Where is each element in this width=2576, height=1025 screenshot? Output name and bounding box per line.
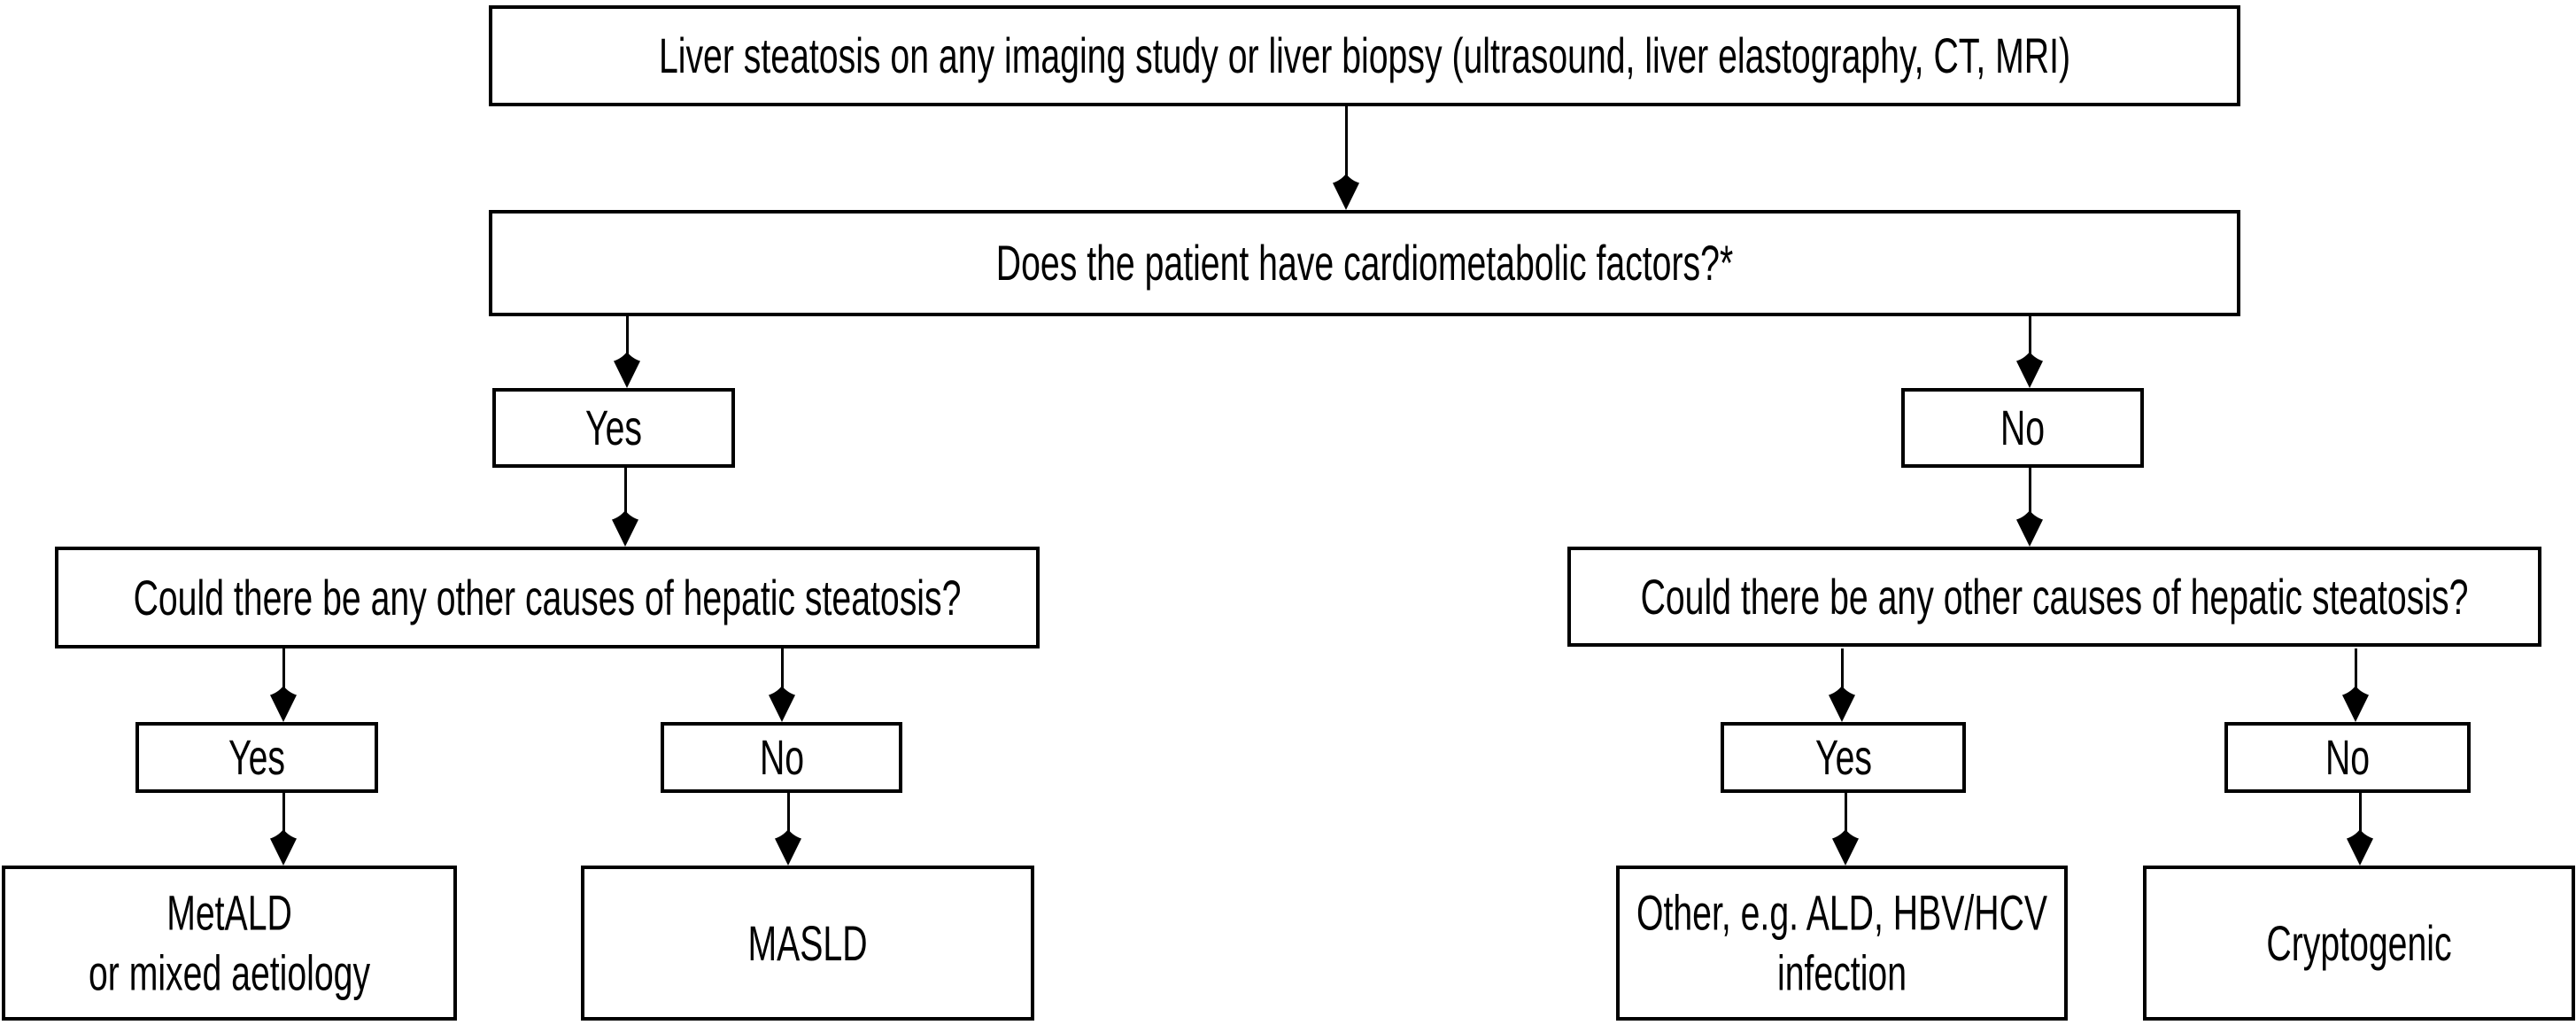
node-oc-left-yes-label: Yes (228, 728, 285, 785)
node-oc-right-no: No (2224, 722, 2471, 793)
arrow-oc-left-to-no (769, 648, 795, 722)
arrow-oc-right-to-no (2342, 648, 2369, 722)
arrowhead-icon (2347, 829, 2373, 866)
arrowhead-icon (270, 686, 297, 722)
node-other-aetiology: Other, e.g. ALD, HBV/HCV infection (1616, 866, 2068, 1021)
node-liver-steatosis: Liver steatosis on any imaging study or … (489, 5, 2240, 106)
arrow-shaft (780, 648, 784, 692)
arrowhead-icon (612, 510, 638, 547)
arrowhead-icon (2342, 686, 2369, 722)
arrow-shaft (623, 468, 627, 516)
node-other-aetiology-label: Other, e.g. ALD, HBV/HCV infection (1636, 884, 2048, 1001)
arrow-cm-no-to-other-causes-right (2016, 468, 2043, 547)
arrow-oc-right-to-yes (1829, 648, 1855, 722)
arrow-shaft (1344, 106, 1348, 180)
arrow-shaft (625, 316, 629, 358)
arrow-shaft (2358, 793, 2362, 835)
arrowhead-icon (775, 829, 801, 866)
node-cm-no: No (1901, 388, 2144, 468)
node-metald: MetALD or mixed aetiology (2, 866, 457, 1021)
node-cm-no-label: No (2000, 399, 2046, 455)
node-oc-left-no: No (661, 722, 902, 793)
arrow-no-to-masld (775, 793, 801, 866)
node-other-causes-left: Could there be any other causes of hepat… (55, 547, 1040, 648)
node-other-causes-left-label: Could there be any other causes of hepat… (133, 569, 962, 625)
arrow-shaft (282, 648, 285, 692)
node-liver-steatosis-label: Liver steatosis on any imaging study or … (658, 27, 2071, 83)
node-masld-label: MASLD (747, 914, 868, 971)
node-oc-right-yes: Yes (1721, 722, 1966, 793)
arrowhead-icon (2016, 510, 2043, 547)
arrowhead-icon (1832, 829, 1859, 866)
arrowhead-icon (1333, 174, 1359, 210)
node-oc-right-no-label: No (2325, 728, 2371, 785)
node-other-causes-right: Could there be any other causes of hepat… (1567, 547, 2541, 647)
node-cm-yes: Yes (492, 388, 735, 468)
node-oc-right-yes-label: Yes (1814, 728, 1872, 785)
node-masld: MASLD (581, 866, 1034, 1021)
arrow-oc-left-to-yes (270, 648, 297, 722)
arrow-shaft (1844, 793, 1847, 835)
arrowhead-icon (769, 686, 795, 722)
arrow-shaft (2028, 468, 2031, 516)
node-cm-yes-label: Yes (585, 399, 642, 455)
arrow-shaft (1840, 648, 1844, 692)
arrow-yes-to-other-aetiology (1832, 793, 1859, 866)
node-cardiometabolic-question-label: Does the patient have cardiometabolic fa… (995, 234, 1734, 291)
arrowhead-icon (614, 352, 640, 388)
arrow-shaft (786, 793, 790, 835)
node-cryptogenic: Cryptogenic (2143, 866, 2575, 1021)
arrow-no-to-cryptogenic (2347, 793, 2373, 866)
arrow-shaft (282, 793, 285, 835)
node-oc-left-yes: Yes (135, 722, 378, 793)
arrow-cm-yes-to-other-causes-left (612, 468, 638, 547)
arrow-shaft (2354, 648, 2357, 692)
arrow-shaft (2028, 316, 2031, 358)
node-cryptogenic-label: Cryptogenic (2266, 914, 2452, 971)
arrow-cardiometabolic-to-yes (614, 316, 640, 388)
arrow-root-to-cardiometabolic (1333, 106, 1359, 210)
node-cardiometabolic-question: Does the patient have cardiometabolic fa… (489, 210, 2240, 316)
node-metald-label: MetALD or mixed aetiology (88, 884, 371, 1001)
node-oc-left-no-label: No (759, 728, 804, 785)
arrowhead-icon (2016, 352, 2043, 388)
arrow-cardiometabolic-to-no (2016, 316, 2043, 388)
arrowhead-icon (270, 829, 297, 866)
node-other-causes-right-label: Could there be any other causes of hepat… (1640, 568, 2469, 625)
arrow-yes-to-metald (270, 793, 297, 866)
arrowhead-icon (1829, 686, 1855, 722)
